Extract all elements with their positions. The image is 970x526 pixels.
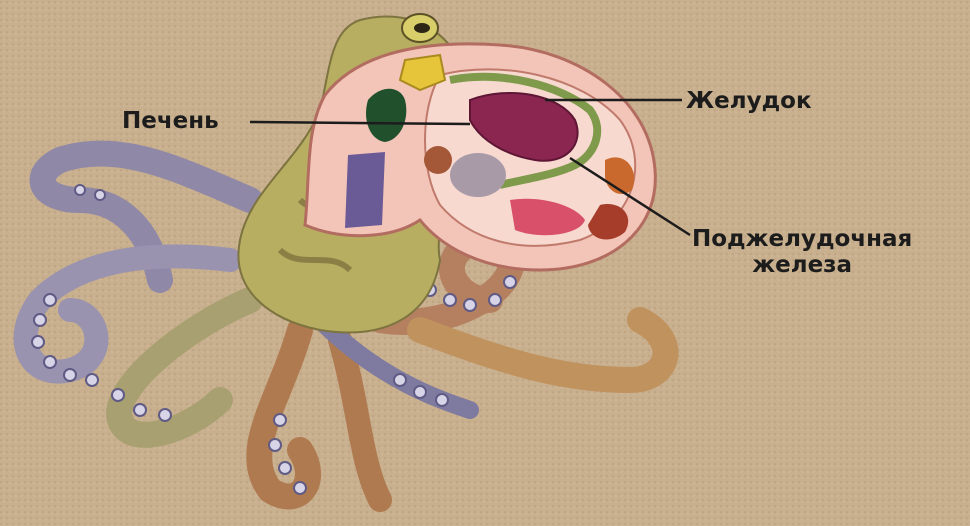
- brown-organ: [424, 146, 452, 174]
- gray-organ: [450, 153, 506, 197]
- pancreas-label-line2: железа: [692, 252, 912, 278]
- liver-label: Печень: [122, 108, 219, 134]
- octopus-pupil: [414, 23, 430, 33]
- tentacle-right-lower: [420, 320, 665, 380]
- pancreas-label-line1: Поджелудочная: [692, 226, 912, 252]
- stomach-label: Желудок: [686, 88, 812, 114]
- pancreas-label: Поджелудочная железа: [692, 226, 912, 278]
- purple-organ: [345, 152, 385, 228]
